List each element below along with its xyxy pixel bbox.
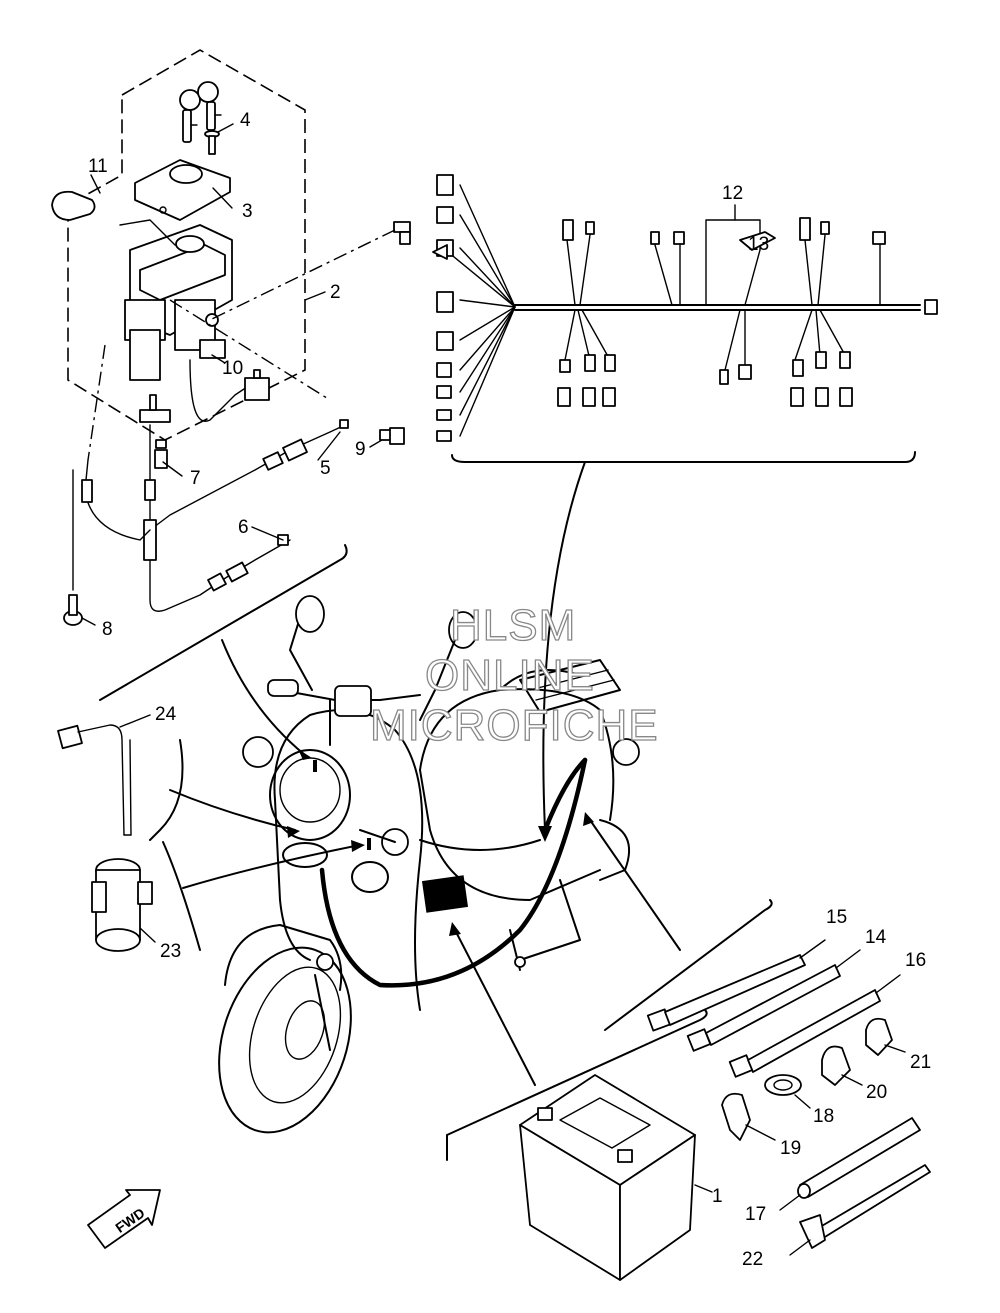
cable-loop-8 [63, 459, 151, 626]
callout-12: 12 [722, 183, 743, 204]
callout-9: 9 [355, 439, 366, 460]
callout-17: 17 [745, 1204, 766, 1225]
wire-harness [432, 174, 938, 463]
clamp-18 [764, 1074, 811, 1109]
clamp-21 [865, 1017, 906, 1056]
bolt-2 [393, 221, 411, 245]
callout-11: 11 [88, 156, 108, 177]
bolt-9 [379, 427, 405, 445]
callout-19: 19 [780, 1138, 801, 1159]
callout-24: 24 [155, 704, 177, 725]
main-switch-group [51, 49, 411, 626]
callout-18: 18 [813, 1106, 834, 1127]
cable-tie-14 [686, 949, 861, 1052]
callout-21: 21 [910, 1052, 931, 1073]
cable-tie-16 [728, 974, 901, 1078]
callout-7: 7 [190, 468, 201, 489]
protector-17 [779, 1117, 921, 1211]
callout-14: 14 [865, 927, 887, 948]
cap-11 [51, 190, 96, 221]
callout-2: 2 [330, 282, 341, 303]
callout-1: 1 [712, 1186, 723, 1207]
fwd-arrow: FWD [87, 1189, 161, 1249]
callout-6: 6 [238, 517, 249, 538]
band-22 [789, 1164, 931, 1256]
clamp-20 [821, 1045, 863, 1086]
cable-tie-15 [646, 939, 826, 1032]
relay-23 [91, 858, 156, 952]
fuse-13 [705, 204, 776, 306]
callout-22: 22 [742, 1249, 763, 1270]
watermark-line-1: HLSM [450, 601, 576, 650]
harness-left-connectors [432, 174, 516, 442]
cover-plate [134, 159, 231, 221]
battery [519, 1074, 713, 1281]
callout-8: 8 [102, 619, 113, 640]
screw-4 [204, 130, 220, 155]
callout-3: 3 [242, 201, 253, 222]
callout-5: 5 [320, 458, 331, 479]
callout-13: 13 [748, 234, 769, 255]
group-frames [99, 544, 773, 1161]
callout-numbers: 1 2 3 4 5 6 7 8 9 10 11 12 13 14 15 16 1… [88, 110, 931, 1270]
connector-10 [189, 359, 270, 422]
clamp-19 [721, 1092, 776, 1141]
bracket-7 [139, 394, 171, 469]
callout-4: 4 [240, 110, 251, 131]
harness-lower-connectors [557, 309, 853, 407]
callout-16: 16 [905, 950, 926, 971]
key-set [179, 81, 222, 143]
lead-24 [57, 714, 151, 836]
scooter-body [218, 595, 640, 1134]
harness-upper-connectors [562, 217, 886, 306]
callout-23: 23 [160, 941, 181, 962]
callout-20: 20 [866, 1082, 887, 1103]
leader-arrows [169, 461, 681, 1086]
callout-15: 15 [826, 907, 847, 928]
watermark-line-2: ONLINE [425, 651, 595, 700]
callout-leaders [81, 123, 383, 626]
cable-5 [144, 419, 349, 531]
callout-10: 10 [222, 358, 243, 379]
main-switch-body [119, 219, 233, 381]
watermark: HLSM ONLINE MICROFICHE [369, 600, 659, 750]
watermark-line-3: MICROFICHE [370, 701, 659, 750]
